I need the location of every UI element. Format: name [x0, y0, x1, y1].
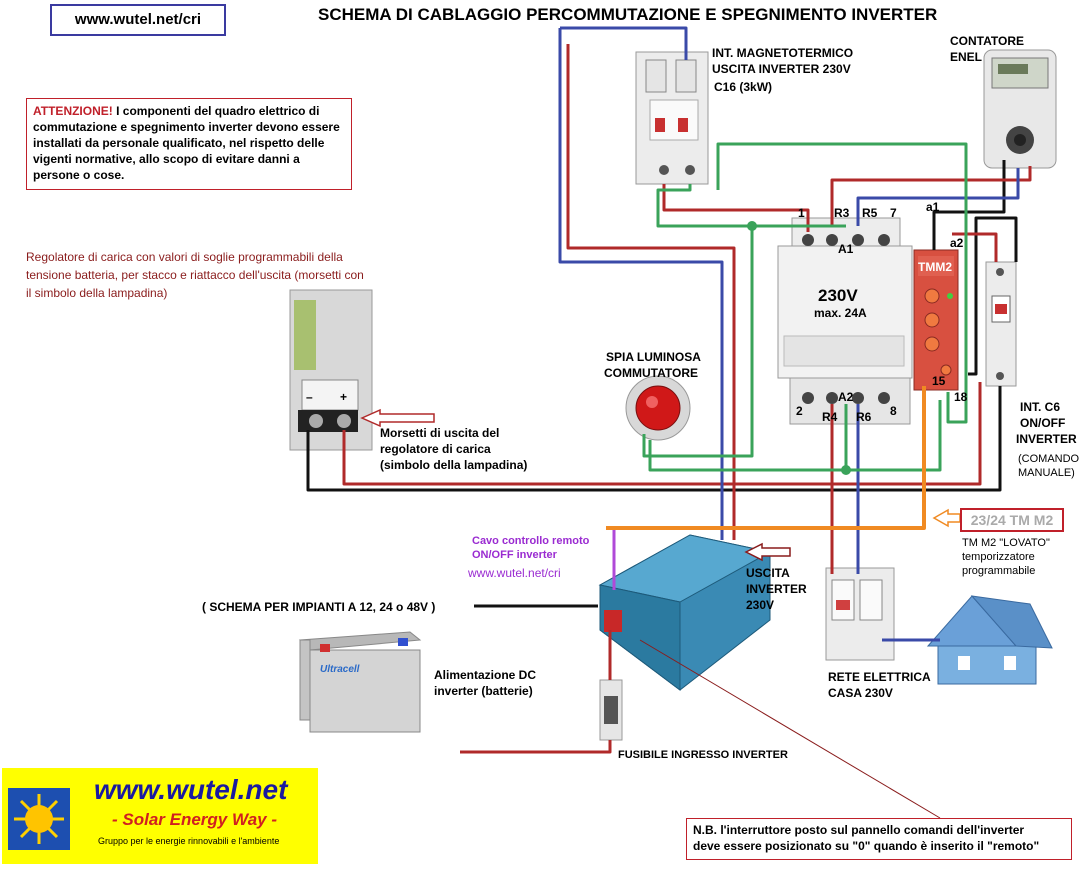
- timer-device: [913, 249, 959, 391]
- battery-brand: Ultracell: [320, 664, 360, 675]
- energy-meter-device: [983, 49, 1057, 169]
- wire-orange-remote: [606, 386, 926, 530]
- inverter-out-line2: INVERTER: [746, 582, 807, 596]
- warning-text: I componenti del quadro elettrico di com…: [33, 104, 340, 182]
- wire-black-timer-18: [968, 216, 1018, 376]
- contactor-voltage: 230V: [818, 286, 858, 305]
- sun-logo-icon: [8, 788, 70, 850]
- remote-label-line1: Cavo controllo remoto: [472, 535, 590, 547]
- logo-subtitle: Gruppo per le energie rinnovabili e l'am…: [98, 836, 280, 846]
- logo-tagline: - Solar Energy Way -: [112, 810, 278, 829]
- regulator-minus: –: [306, 390, 313, 404]
- c6-label-line3: INVERTER: [1016, 432, 1077, 446]
- tm-label-line1: TM M2 "LOVATO": [962, 537, 1050, 549]
- regulator-terminals-line1: Morsetti di uscita del: [380, 426, 500, 440]
- wire-green-top: [716, 142, 968, 424]
- c6-label-line5: MANUALE): [1018, 467, 1075, 479]
- contactor-current: max. 24A: [814, 306, 867, 320]
- footer-note-line2: deve essere posizionato su "0" quando è …: [693, 839, 1040, 853]
- lamp-label-line2: COMMUTATORE: [604, 366, 698, 380]
- wire-black-regulator: [306, 386, 1002, 492]
- lamp-label-line1: SPIA LUMINOSA: [606, 350, 701, 364]
- terminal-r5: R5: [862, 206, 878, 220]
- arrow-inverter-out-icon: [744, 542, 791, 562]
- tm-label-line3: programmabile: [962, 565, 1036, 577]
- remote-url: www.wutel.net/cri: [468, 566, 561, 580]
- timer-terminal-18: 18: [954, 390, 968, 404]
- wire-red-meter: [830, 166, 1032, 226]
- c6-label-line1: INT. C6: [1020, 400, 1061, 414]
- regulator-terminals-line3: (simbolo della lampadina): [380, 458, 528, 472]
- arrow-tm-icon: [932, 508, 961, 528]
- battery-label-line2: inverter (batterie): [434, 684, 533, 698]
- wire-red-main: [566, 44, 736, 540]
- meter-label-line2: ENEL: [950, 50, 983, 64]
- breaker-label-line1: INT. MAGNETOTERMICO: [712, 46, 854, 60]
- page-title: SCHEMA DI CABLAGGIO PERCOMMUTAZIONE E SP…: [318, 5, 938, 24]
- terminal-8: 8: [890, 404, 897, 418]
- grid-label-line1: RETE ELETTRICA: [828, 670, 931, 684]
- timer-name: TMM2: [918, 260, 952, 274]
- breaker-device: [635, 51, 709, 185]
- grid-label-line2: CASA 230V: [828, 686, 893, 700]
- footer-note-line1: N.B. l'interruttore posto sul pannello c…: [693, 823, 1025, 837]
- tm-label-box: 23/24 TM M2: [960, 508, 1064, 532]
- charge-regulator-device: [289, 289, 373, 451]
- inverter-out-line1: USCITA: [746, 566, 790, 580]
- terminal-r6: R6: [856, 410, 872, 424]
- wire-black-meter-a1: [932, 160, 1006, 250]
- logo-banner: www.wutel.net - Solar Energy Way - Grupp…: [2, 768, 318, 864]
- timer-terminal-15: 15: [932, 374, 946, 388]
- arrow-regulator-icon: [360, 408, 435, 428]
- system-voltage-note: ( SCHEMA PER IMPIANTI A 12, 24 o 48V ): [202, 600, 436, 614]
- wire-green-bottom: [648, 400, 942, 472]
- timer-a1: a1: [926, 200, 940, 214]
- wire-blue-meter: [856, 168, 1020, 226]
- terminal-r4: R4: [822, 410, 838, 424]
- c6-label-line4: (COMANDO: [1018, 453, 1080, 465]
- logo-url: www.wutel.net: [94, 774, 288, 805]
- grid-panel-device: [825, 567, 895, 661]
- tm-label-line2: temporizzatore: [962, 551, 1035, 563]
- footer-note-box: N.B. l'interruttore posto sul pannello c…: [686, 818, 1072, 860]
- warning-lead: ATTENZIONE!: [33, 104, 113, 118]
- house-icon: [926, 595, 1053, 685]
- pilot-lamp-device: [625, 375, 691, 441]
- terminal-2: 2: [796, 404, 803, 418]
- terminal-a2: A2: [838, 390, 854, 404]
- fuse-label: FUSIBILE INGRESSO INVERTER: [618, 749, 788, 761]
- fuse-device: [599, 679, 623, 741]
- regulator-plus: +: [340, 390, 348, 404]
- wire-red-breaker-out: [662, 184, 810, 232]
- breaker-label-line3: C16 (3kW): [714, 80, 773, 94]
- c6-label-line2: ON/OFF: [1020, 416, 1066, 430]
- regulator-description: Regolatore di carica con valori di sogli…: [26, 250, 364, 300]
- wire-blue-drop: [558, 28, 724, 540]
- wire-red-fuse-out: [460, 740, 612, 754]
- battery-label-line1: Alimentazione DC: [434, 668, 537, 682]
- terminal-r3: R3: [834, 206, 850, 220]
- header-url: www.wutel.net/cri: [50, 4, 226, 36]
- meter-label-line1: CONTATORE: [950, 34, 1024, 48]
- warning-box: ATTENZIONE! I componenti del quadro elet…: [26, 98, 352, 190]
- breaker-label-line2: USCITA INVERTER 230V: [712, 62, 851, 76]
- inverter-device: [598, 534, 772, 691]
- wire-green-breaker: [642, 184, 754, 458]
- wire-red-regulator: [342, 382, 982, 486]
- terminal-a1: A1: [838, 242, 854, 256]
- remote-label-line2: ON/OFF inverter: [472, 549, 557, 561]
- contactor-device: [777, 217, 913, 425]
- c6-switch-device: [985, 261, 1017, 387]
- terminal-1: 1: [798, 206, 805, 220]
- pointer-line-note: [639, 639, 941, 819]
- timer-a2: a2: [950, 236, 964, 250]
- terminal-7: 7: [890, 206, 897, 220]
- battery-device: [298, 631, 422, 733]
- wire-blue-main: [560, 26, 688, 60]
- inverter-out-line3: 230V: [746, 598, 775, 612]
- regulator-terminals-line2: regolatore di carica: [380, 442, 491, 456]
